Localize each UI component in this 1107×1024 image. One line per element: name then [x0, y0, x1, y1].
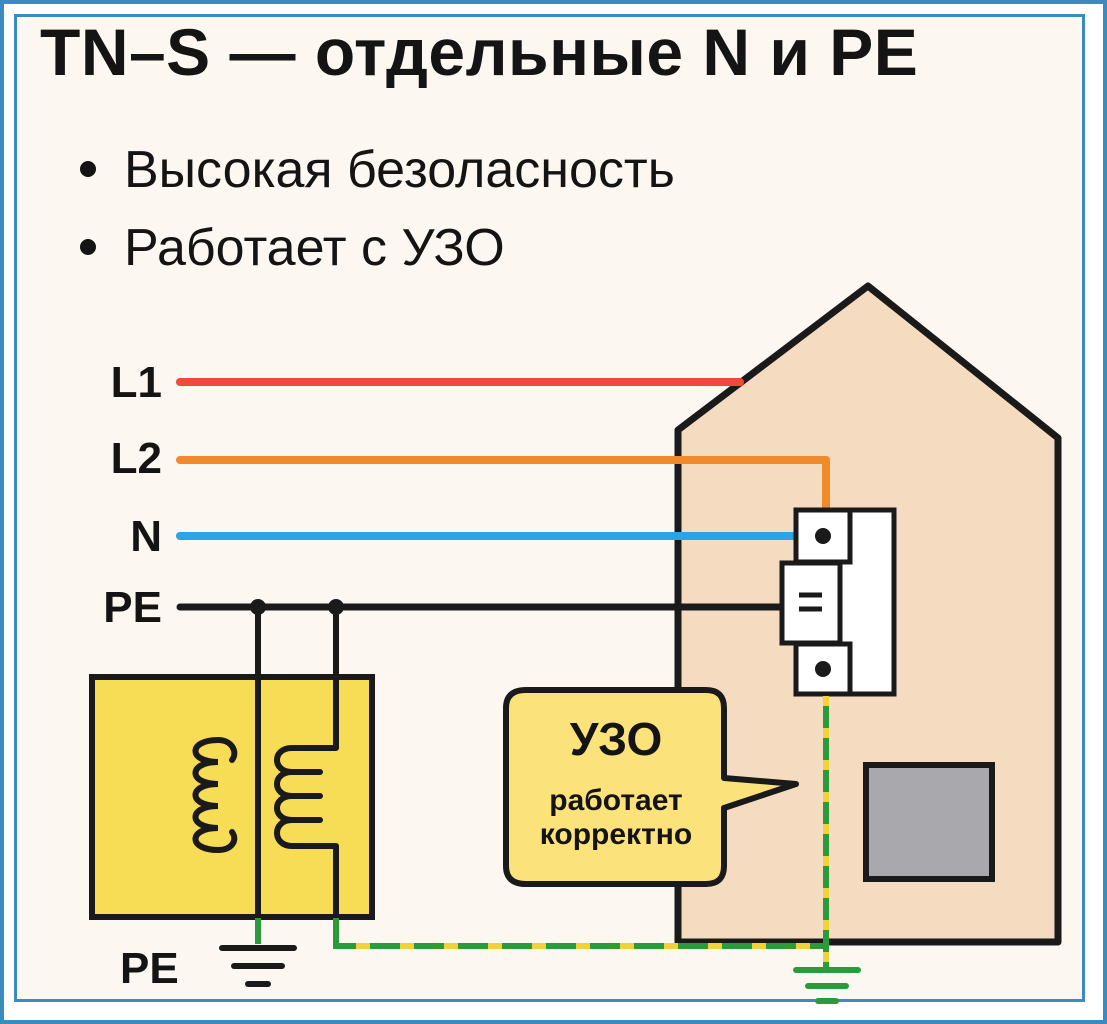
junction-dot	[250, 599, 266, 615]
meter-box	[863, 762, 995, 882]
ground-label: PE	[120, 944, 179, 993]
junction-dot	[328, 599, 344, 615]
callout-line-1: работает	[549, 784, 683, 817]
transformer-coil-icon	[192, 737, 238, 853]
callout-heading: УЗО	[569, 713, 663, 765]
bullet-item-2: Работает с УЗО	[80, 218, 505, 278]
wire-label-l1: L1	[110, 358, 162, 407]
wire-l2	[176, 456, 830, 516]
callout-line-2: корректно	[539, 818, 693, 851]
ground-symbol-icon	[793, 967, 861, 1004]
rcd-device-icon	[779, 507, 897, 697]
transformer-coil-icon	[274, 604, 339, 923]
callout-bubble	[503, 687, 799, 887]
ground-conductor	[255, 696, 829, 968]
wire-label-l2: L2	[110, 434, 162, 483]
bullet-dot-icon	[80, 239, 96, 256]
ground-symbol-icon	[219, 945, 297, 987]
bullet-text-1: Высокая безоласность	[124, 141, 675, 199]
transformer-box	[89, 674, 375, 920]
bullet-dot-icon	[80, 161, 96, 178]
bullet-text-2: Работает с УЗО	[124, 219, 505, 277]
bullet-item-1: Высокая безоласность	[80, 140, 675, 200]
diagram-title: TN–S — отдельные N и PE	[40, 15, 919, 89]
wire-label-n: N	[130, 512, 162, 561]
wire-label-pe: PE	[103, 583, 162, 632]
